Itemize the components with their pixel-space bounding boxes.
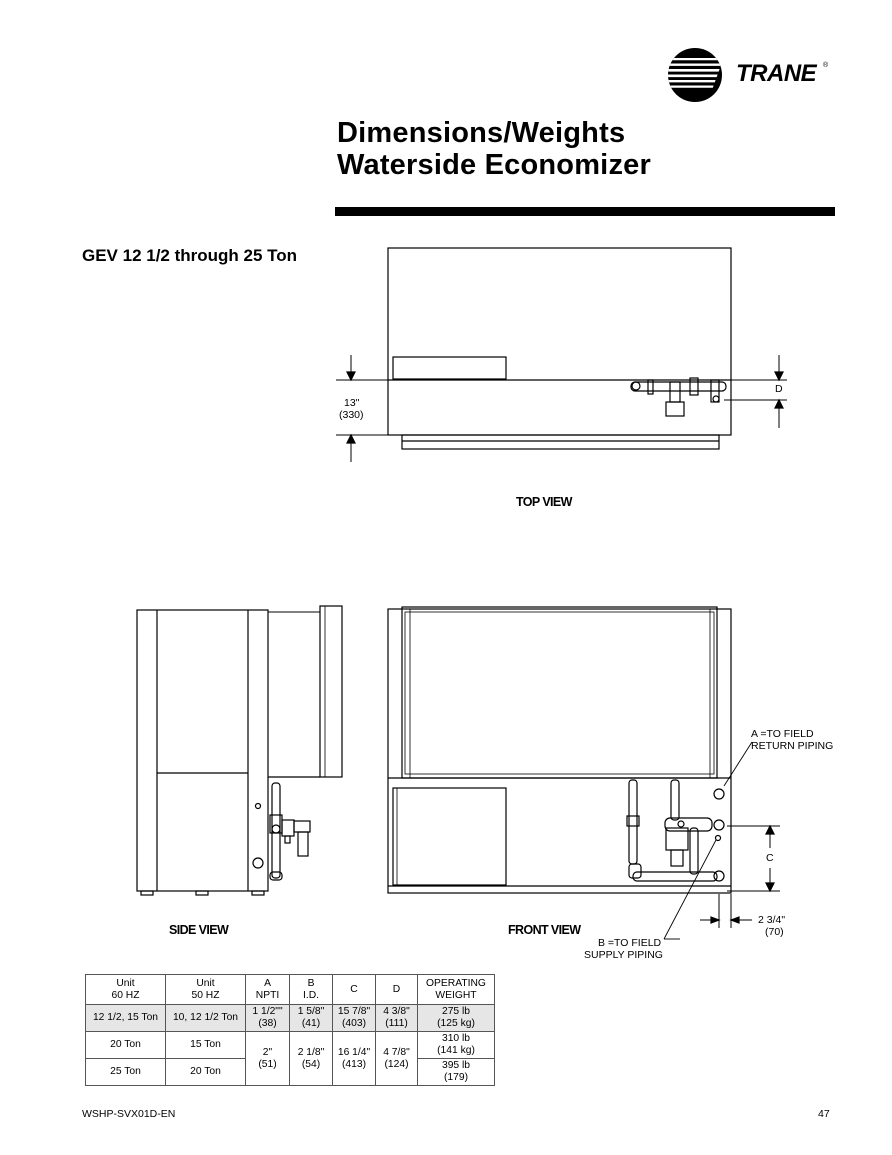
front-view-c-label: C <box>766 852 774 864</box>
callout-b-line2: SUPPLY PIPING <box>584 949 663 961</box>
header-d: D <box>375 974 418 1005</box>
cell-unit60: 12 1/2, 15 Ton <box>85 1004 166 1032</box>
front-view-70mm-label: (70) <box>765 926 784 938</box>
page-number: 47 <box>818 1108 830 1120</box>
front-view-drawing <box>387 606 780 940</box>
table-row: 20 Ton 15 Ton 2"(51) 2 1/8"(54) 16 1/4"(… <box>85 1031 495 1086</box>
cell-c: 15 7/8"(403) <box>332 1004 376 1032</box>
cell-d: 4 7/8"(124) <box>375 1031 418 1086</box>
registered-mark: ® <box>823 62 829 69</box>
cell-unit50: 20 Ton <box>165 1058 246 1086</box>
doc-id: WSHP-SVX01D-EN <box>82 1108 176 1120</box>
section-title: GEV 12 1/2 through 25 Ton <box>82 246 298 265</box>
cell-b: 1 5/8"(41) <box>289 1004 333 1032</box>
cell-unit60: 25 Ton <box>85 1058 166 1086</box>
brand-wordmark: TRANE <box>736 60 817 87</box>
cell-weight: 310 lb(141 kg) <box>417 1031 495 1059</box>
page-title-line1: Dimensions/Weights <box>337 117 626 149</box>
cell-unit50: 15 Ton <box>165 1031 246 1059</box>
top-view-330mm-label: (330) <box>339 409 364 421</box>
cell-unit50: 10, 12 1/2 Ton <box>165 1004 246 1032</box>
top-view-d-label: D <box>775 383 783 395</box>
cell-c: 16 1/4"(413) <box>332 1031 376 1086</box>
top-view-label: TOP VIEW <box>516 495 572 509</box>
cell-weight: 395 lb(179) <box>417 1058 495 1086</box>
cell-a: 1 1/2""(38) <box>245 1004 290 1032</box>
cell-weight: 275 lb(125 kg) <box>417 1004 495 1032</box>
callout-b-line1: B =TO FIELD <box>598 937 662 949</box>
cell-unit60: 20 Ton <box>85 1031 166 1059</box>
top-view-13in-label: 13" <box>344 397 360 409</box>
table-row: 25 Ton 20 Ton 395 lb(179) <box>85 1058 495 1086</box>
header-c: C <box>332 974 376 1005</box>
table-row: 12 1/2, 15 Ton 10, 12 1/2 Ton 1 1/2""(38… <box>85 1004 495 1032</box>
trane-logo-mark <box>668 48 722 102</box>
top-view-drawing <box>336 247 787 462</box>
side-view-drawing <box>136 605 343 896</box>
callout-a-line1: A =TO FIELD <box>751 728 814 740</box>
cell-d: 4 3/8"(111) <box>375 1004 418 1032</box>
cell-a: 2"(51) <box>245 1031 290 1086</box>
front-view-label: FRONT VIEW <box>508 923 581 937</box>
callout-a-line2: RETURN PIPING <box>751 740 834 752</box>
page-title-line2: Waterside Economizer <box>337 149 651 181</box>
trane-logo: TRANE ® <box>668 46 838 104</box>
side-view-label: SIDE VIEW <box>169 923 229 937</box>
cell-b: 2 1/8"(54) <box>289 1031 333 1086</box>
title-rule <box>335 207 835 216</box>
front-view-234in-label: 2 3/4" <box>758 914 786 926</box>
